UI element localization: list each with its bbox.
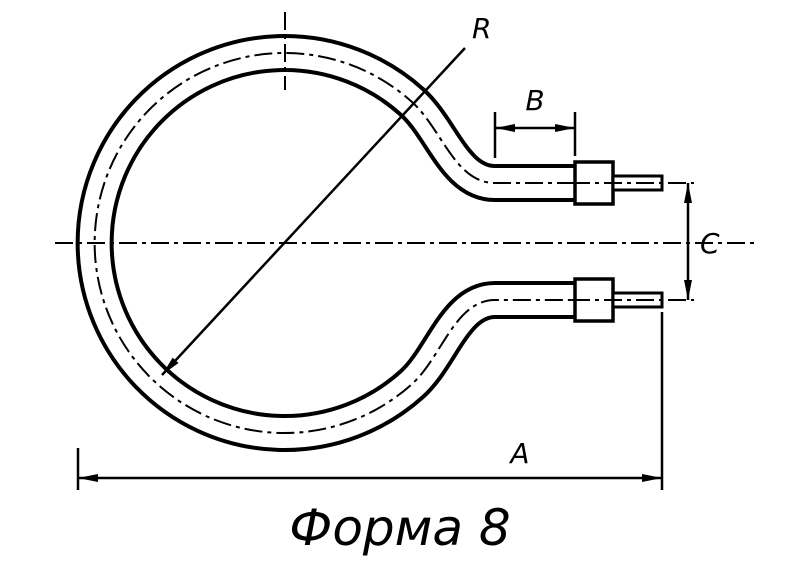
drawing-title: Форма 8 [289, 499, 510, 557]
centerlines [55, 12, 758, 434]
radius-leader-line [161, 47, 466, 376]
c-label: C [700, 227, 720, 260]
b-dimension: B [493, 84, 577, 158]
a-dimension: A [76, 312, 664, 490]
a-label: A [508, 437, 529, 470]
b-label: B [525, 84, 544, 117]
tube-axis-centerline [93, 52, 575, 434]
terminals [573, 160, 664, 323]
radius-label: R [472, 12, 491, 45]
c-dimension: C [684, 183, 720, 300]
radius-dimension: R [161, 12, 491, 376]
